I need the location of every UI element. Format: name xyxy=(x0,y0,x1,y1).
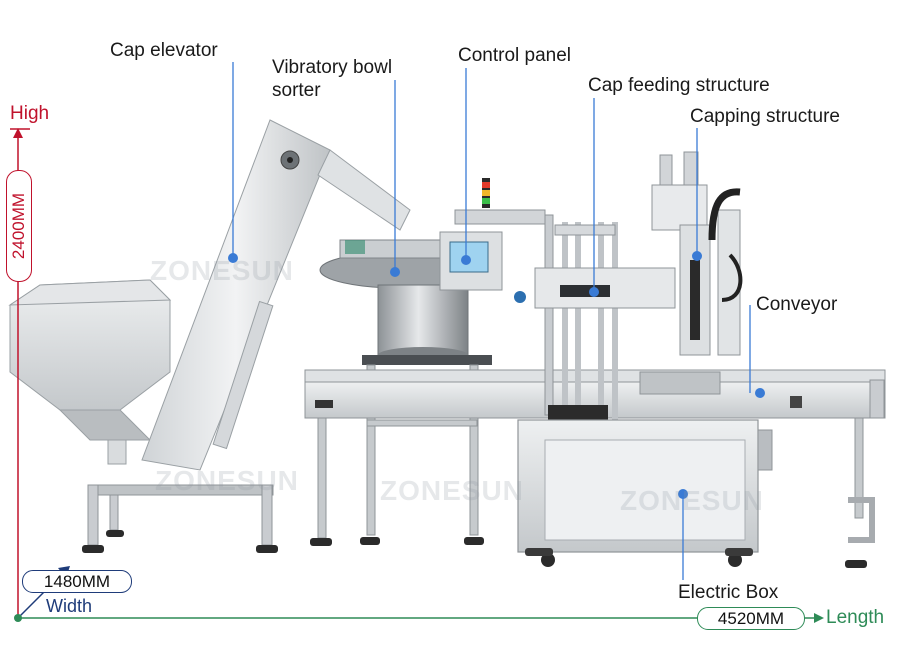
height-value: 2400MM xyxy=(9,192,28,260)
electric-box xyxy=(517,419,773,567)
vibratory-bowl-sorter xyxy=(319,239,492,545)
label-cap-elevator: Cap elevator xyxy=(110,40,218,61)
watermark: ZONESUN xyxy=(620,485,764,516)
capping-structure xyxy=(639,151,743,395)
label-vibratory-bowl-line2: sorter xyxy=(272,80,321,101)
width-value: 1480MM xyxy=(22,570,132,593)
height-value-pill: 2400MM xyxy=(6,170,32,282)
watermark: ZONESUN xyxy=(150,255,294,286)
label-capping-structure: Capping structure xyxy=(690,106,840,127)
label-electric-box: Electric Box xyxy=(678,582,779,603)
watermark: ZONESUN xyxy=(380,475,524,506)
length-label: Length xyxy=(826,607,885,628)
label-control-panel: Control panel xyxy=(458,45,572,66)
label-vibratory-bowl-line1: Vibratory bowl xyxy=(272,57,393,78)
label-cap-feeding-structure: Cap feeding structure xyxy=(588,75,770,96)
cap-elevator xyxy=(8,119,411,553)
leader-lines xyxy=(228,62,765,580)
width-label: Width xyxy=(46,596,93,616)
control-panel xyxy=(439,178,546,291)
label-conveyor: Conveyor xyxy=(756,294,838,315)
height-label: High xyxy=(10,103,50,124)
length-value: 4520MM xyxy=(697,607,805,630)
watermark: ZONESUN xyxy=(155,465,299,496)
